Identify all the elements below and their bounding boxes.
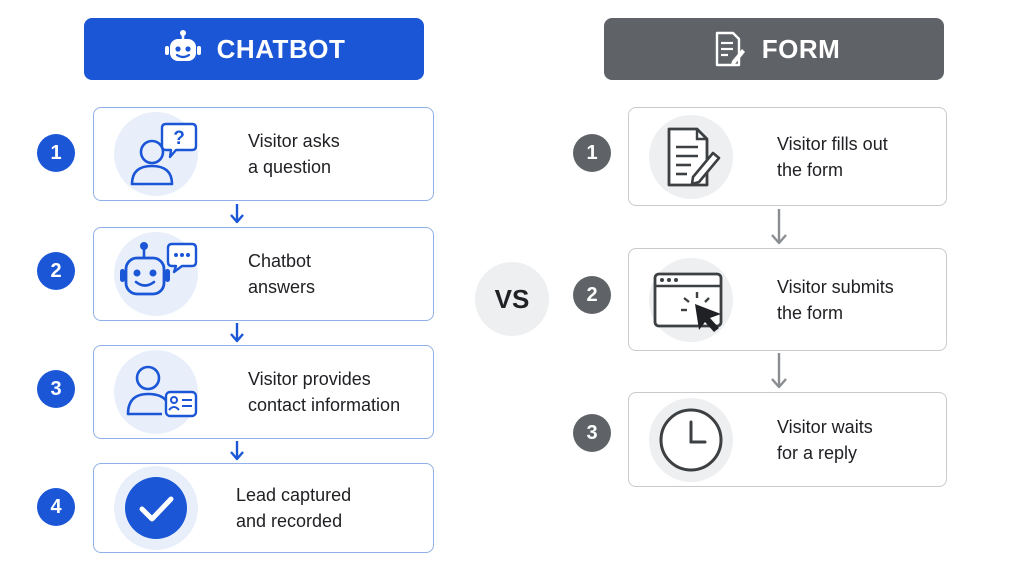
arrow-down-icon: [230, 204, 244, 224]
svg-text:?: ?: [173, 128, 185, 149]
clock-icon: [649, 397, 733, 482]
document-edit-icon: [708, 29, 748, 69]
form-step-1-text: Visitor fills out the form: [777, 133, 888, 180]
chatbot-step-2-text: Chatbot answers: [248, 251, 316, 297]
step-number-3: 3: [37, 370, 75, 408]
form-header: FORM: [604, 18, 944, 80]
step-number-3: 3: [573, 414, 611, 452]
form-step-1: Visitor fills out the form: [628, 107, 947, 206]
arrow-down-icon: [771, 209, 787, 245]
arrow-down-icon: [771, 353, 787, 389]
person-id-card-icon: [114, 350, 198, 434]
step-number-4: 4: [37, 488, 75, 526]
arrow-down-icon: [230, 323, 244, 343]
form-step-3: Visitor waits for a reply: [628, 392, 947, 487]
document-pencil-icon: [649, 114, 733, 199]
robot-chat-icon: [114, 232, 198, 316]
step-number-1: 1: [573, 134, 611, 172]
step-number-2: 2: [573, 276, 611, 314]
person-question-icon: ?: [114, 112, 198, 196]
chatbot-step-4-text: Lead captured and recorded: [236, 485, 352, 531]
form-title: FORM: [761, 33, 841, 64]
browser-cursor-icon: [649, 257, 733, 342]
chatbot-step-1: ? Visitor asks a question: [93, 107, 434, 201]
step-number-1: 1: [37, 134, 75, 172]
form-step-2: Visitor submits the form: [628, 248, 947, 351]
chatbot-step-4: Lead captured and recorded: [93, 463, 434, 553]
chatbot-title: CHATBOT: [216, 33, 346, 64]
vs-badge: VS: [475, 262, 549, 336]
chatbot-header: CHATBOT: [84, 18, 424, 80]
chatbot-step-1-text: Visitor asks a question: [248, 131, 340, 177]
chatbot-step-3: Visitor provides contact information: [93, 345, 434, 439]
chatbot-step-2: Chatbot answers: [93, 227, 434, 321]
robot-icon: [163, 29, 203, 69]
checkmark-icon: [114, 466, 198, 550]
chatbot-step-3-text: Visitor provides contact information: [248, 369, 401, 415]
form-step-3-text: Visitor waits for a reply: [777, 416, 873, 463]
form-step-2-text: Visitor submits the form: [777, 276, 894, 323]
arrow-down-icon: [230, 441, 244, 461]
step-number-2: 2: [37, 252, 75, 290]
